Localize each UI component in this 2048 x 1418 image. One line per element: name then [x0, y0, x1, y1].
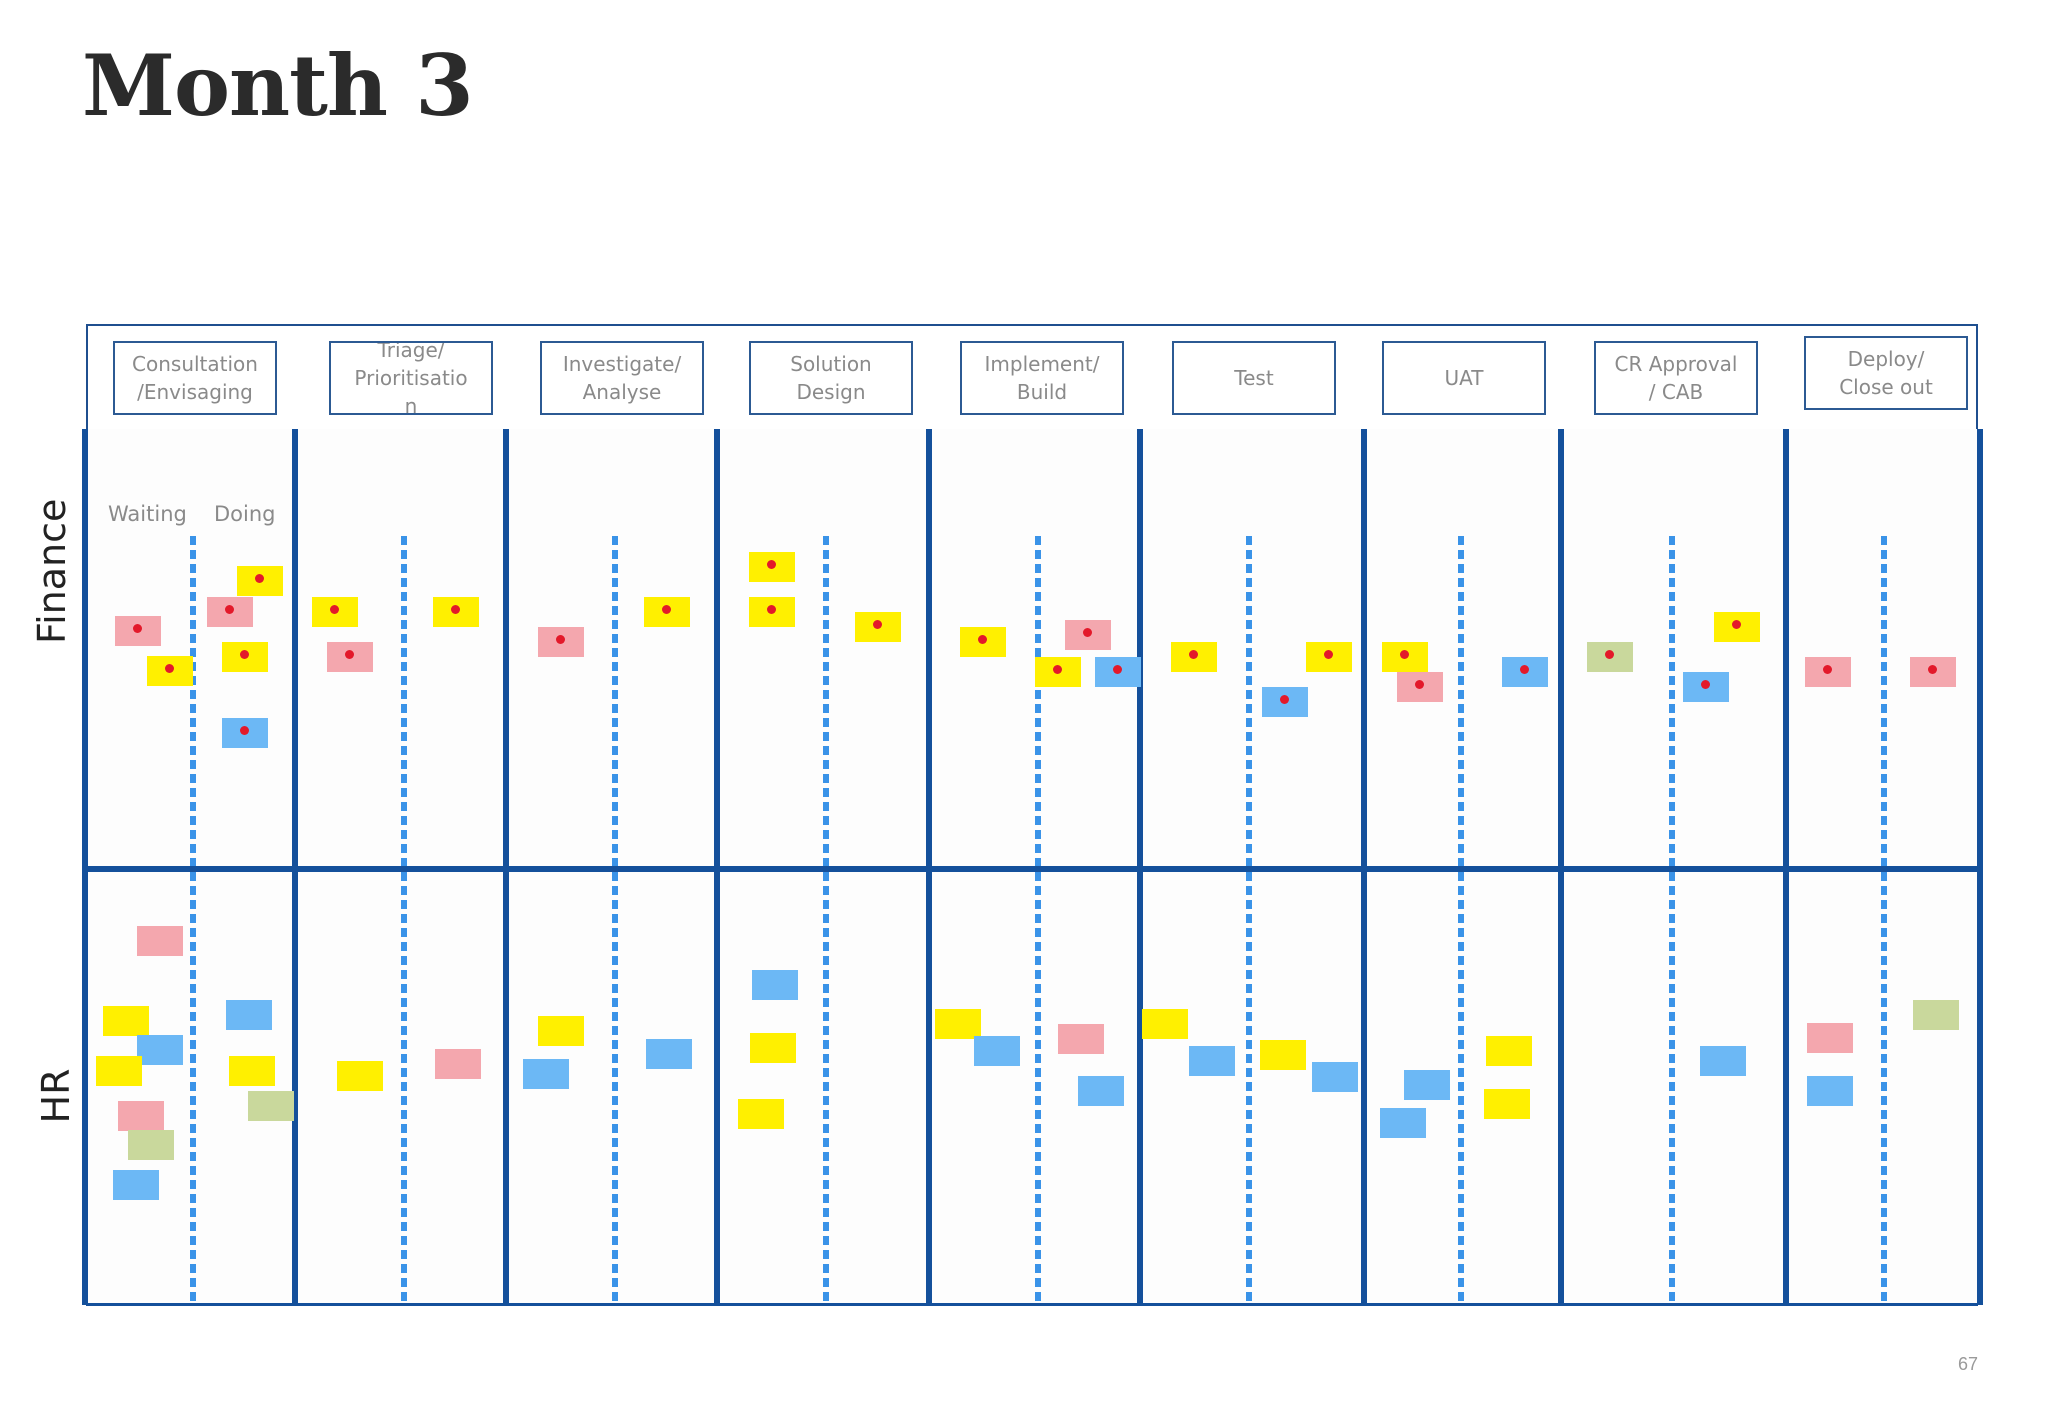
blue-sticky-note[interactable] [646, 1039, 692, 1069]
column-header-deploy: Deploy/ Close out [1804, 336, 1968, 410]
blocker-dot-icon [978, 635, 987, 644]
yellow-sticky-note[interactable] [1260, 1040, 1306, 1070]
waiting-doing-divider [190, 536, 196, 1306]
waiting-doing-divider [1246, 536, 1252, 1306]
page-title: Month 3 [82, 36, 474, 135]
blocker-dot-icon [1823, 665, 1832, 674]
blue-sticky-note[interactable] [974, 1036, 1020, 1066]
yellow-sticky-note[interactable] [750, 1033, 796, 1063]
blue-sticky-note[interactable] [1807, 1076, 1853, 1106]
waiting-doing-divider [1458, 536, 1464, 1306]
blocker-dot-icon [240, 726, 249, 735]
yellow-sticky-note[interactable] [935, 1009, 981, 1039]
yellow-sticky-note[interactable] [738, 1099, 784, 1129]
blocker-dot-icon [1701, 680, 1710, 689]
blue-sticky-note[interactable] [226, 1000, 272, 1030]
blocker-dot-icon [662, 605, 671, 614]
waiting-doing-divider [823, 536, 829, 1306]
blue-sticky-note[interactable] [137, 1035, 183, 1065]
column-divider [82, 429, 88, 1305]
blocker-dot-icon [345, 650, 354, 659]
green-sticky-note[interactable] [248, 1091, 294, 1121]
blocker-dot-icon [255, 574, 264, 583]
waiting-doing-divider [612, 536, 618, 1306]
blocker-dot-icon [1324, 650, 1333, 659]
blocker-dot-icon [1053, 665, 1062, 674]
blocker-dot-icon [133, 624, 142, 633]
blocker-dot-icon [1605, 650, 1614, 659]
blocker-dot-icon [1732, 620, 1741, 629]
waiting-doing-divider [1035, 536, 1041, 1306]
pink-sticky-note[interactable] [435, 1049, 481, 1079]
pink-sticky-note[interactable] [137, 926, 183, 956]
blocker-dot-icon [1928, 665, 1937, 674]
yellow-sticky-note[interactable] [538, 1016, 584, 1046]
blocker-dot-icon [767, 560, 776, 569]
blue-sticky-note[interactable] [113, 1170, 159, 1200]
waiting-doing-divider [1669, 536, 1675, 1306]
doing-label: Doing [214, 502, 276, 526]
lane-divider [86, 866, 1978, 872]
yellow-sticky-note[interactable] [1486, 1036, 1532, 1066]
blocker-dot-icon [451, 605, 460, 614]
blocker-dot-icon [330, 605, 339, 614]
blocker-dot-icon [1280, 695, 1289, 704]
column-header-consultation: Consultation /Envisaging [113, 341, 277, 415]
blocker-dot-icon [1400, 650, 1409, 659]
yellow-sticky-note[interactable] [1142, 1009, 1188, 1039]
blue-sticky-note[interactable] [1078, 1076, 1124, 1106]
blocker-dot-icon [165, 664, 174, 673]
board-bottom-border [86, 1303, 1978, 1306]
blue-sticky-note[interactable] [1189, 1046, 1235, 1076]
column-header-implement: Implement/ Build [960, 341, 1124, 415]
yellow-sticky-note[interactable] [1484, 1089, 1530, 1119]
blue-sticky-note[interactable] [1404, 1070, 1450, 1100]
column-header-triage: Triage/ Prioritisatio n [329, 341, 493, 415]
yellow-sticky-note[interactable] [96, 1056, 142, 1086]
yellow-sticky-note[interactable] [337, 1061, 383, 1091]
blue-sticky-note[interactable] [1700, 1046, 1746, 1076]
green-sticky-note[interactable] [1913, 1000, 1959, 1030]
blue-sticky-note[interactable] [1312, 1062, 1358, 1092]
blocker-dot-icon [1520, 665, 1529, 674]
page-number: 67 [1958, 1354, 1979, 1374]
blocker-dot-icon [1113, 665, 1122, 674]
blue-sticky-note[interactable] [523, 1059, 569, 1089]
blocker-dot-icon [1189, 650, 1198, 659]
pink-sticky-note[interactable] [118, 1101, 164, 1131]
waiting-doing-divider [401, 536, 407, 1306]
blocker-dot-icon [873, 620, 882, 629]
yellow-sticky-note[interactable] [229, 1056, 275, 1086]
waiting-label: Waiting [108, 502, 187, 526]
column-header-test: Test [1172, 341, 1336, 415]
column-header-investigate: Investigate/ Analyse [540, 341, 704, 415]
blocker-dot-icon [240, 650, 249, 659]
board-header-frame [86, 324, 1978, 429]
column-header-uat: UAT [1382, 341, 1546, 415]
column-header-solution-design: Solution Design [749, 341, 913, 415]
blocker-dot-icon [556, 635, 565, 644]
green-sticky-note[interactable] [128, 1130, 174, 1160]
column-divider [1977, 429, 1983, 1305]
yellow-sticky-note[interactable] [103, 1006, 149, 1036]
blocker-dot-icon [1083, 628, 1092, 637]
blocker-dot-icon [225, 605, 234, 614]
blocker-dot-icon [1415, 680, 1424, 689]
finance-lane-label: Finance [30, 498, 74, 644]
blue-sticky-note[interactable] [1380, 1108, 1426, 1138]
blue-sticky-note[interactable] [752, 970, 798, 1000]
column-header-cr-approval: CR Approval / CAB [1594, 341, 1758, 415]
blocker-dot-icon [767, 605, 776, 614]
pink-sticky-note[interactable] [1807, 1023, 1853, 1053]
waiting-doing-divider [1881, 536, 1887, 1306]
pink-sticky-note[interactable] [1058, 1024, 1104, 1054]
hr-lane-label: HR [34, 1068, 78, 1124]
